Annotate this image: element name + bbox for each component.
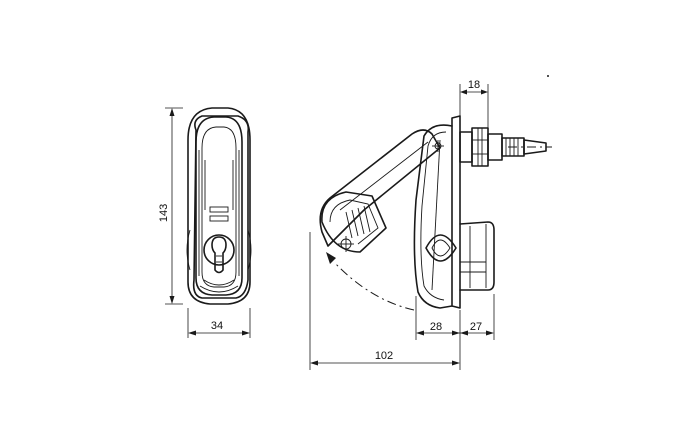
front-handle-inner bbox=[195, 116, 243, 296]
side-pivot-crosshair-icon bbox=[338, 236, 354, 252]
dim-102: 102 bbox=[309, 232, 460, 370]
dim-143: 143 bbox=[158, 107, 183, 305]
speck bbox=[547, 75, 549, 77]
front-base-plate bbox=[192, 115, 250, 299]
dim-depth-top-label: 18 bbox=[468, 79, 480, 91]
side-flange bbox=[451, 115, 461, 309]
side-nut-3 bbox=[487, 133, 503, 161]
side-body bbox=[413, 124, 453, 309]
side-tongue bbox=[523, 139, 547, 155]
dim-width-front-label: 34 bbox=[211, 320, 223, 332]
swing-arrow-icon bbox=[326, 252, 336, 264]
swing-path bbox=[333, 261, 415, 311]
side-handle-open bbox=[319, 129, 441, 247]
dim-depth-rear-label: 27 bbox=[470, 321, 482, 333]
side-view bbox=[319, 115, 552, 311]
side-nut-2 bbox=[471, 127, 489, 167]
front-slot-lower bbox=[209, 215, 229, 222]
side-rear-housing bbox=[459, 221, 495, 291]
dim-height-front-label: 143 bbox=[158, 204, 170, 222]
dim-34: 34 bbox=[187, 308, 251, 338]
front-slot-upper bbox=[209, 206, 229, 213]
front-handle-recess bbox=[201, 126, 237, 288]
keyhole-icon bbox=[203, 234, 235, 274]
dim-swing-reach-label: 102 bbox=[375, 350, 393, 362]
dim-18: 18 bbox=[459, 79, 489, 128]
side-handle-head bbox=[321, 191, 387, 253]
dim-depth-body-label: 28 bbox=[430, 321, 442, 333]
side-grip-eye bbox=[425, 234, 457, 262]
side-nut-1 bbox=[459, 131, 473, 163]
dim-28-27: 28 27 bbox=[415, 294, 495, 370]
front-handle-outer bbox=[187, 107, 251, 305]
front-view bbox=[186, 107, 252, 305]
side-top-crosshair-icon bbox=[432, 140, 444, 152]
